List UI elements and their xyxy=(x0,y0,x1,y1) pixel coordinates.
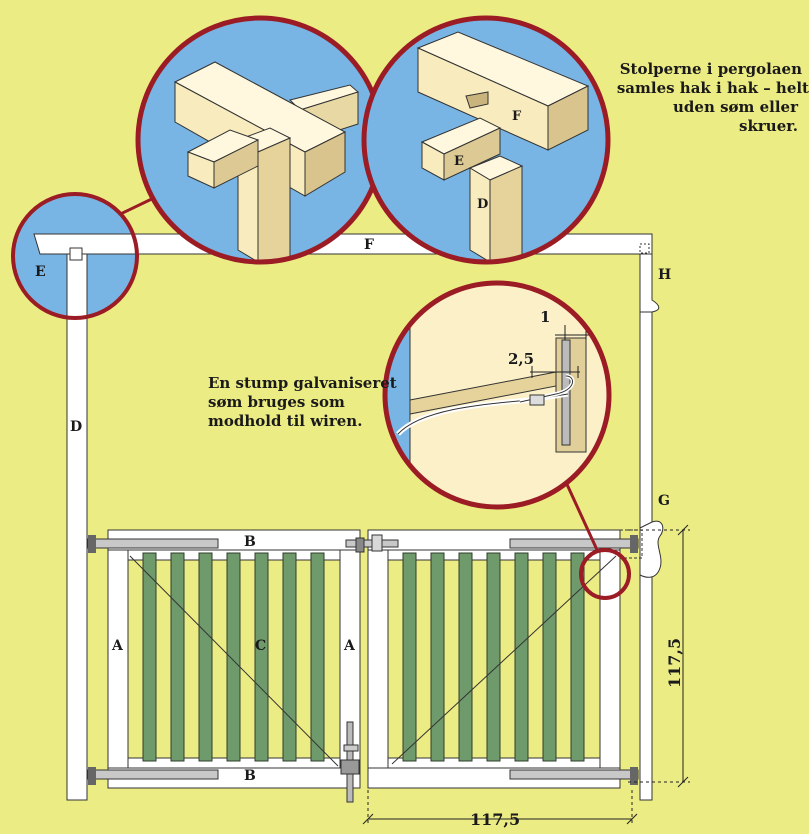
stile-a-left xyxy=(107,529,129,789)
marker-ring xyxy=(579,548,631,600)
label-h: H xyxy=(658,267,671,283)
slats-right xyxy=(402,552,585,762)
hinge-pin xyxy=(630,535,638,553)
label-e-detail: E xyxy=(454,154,464,169)
marker-h xyxy=(639,243,650,254)
detail-circle-left-joint xyxy=(135,15,385,265)
slat xyxy=(486,552,501,762)
dimension-height xyxy=(628,524,690,788)
latch-knob xyxy=(355,537,365,553)
double-gate xyxy=(87,529,639,803)
slat xyxy=(198,552,213,762)
diagonal-wire-right xyxy=(391,555,617,765)
slat xyxy=(170,552,185,762)
slat xyxy=(542,552,557,762)
wire-note: En stump galvaniseret søm bruges som mod… xyxy=(208,374,397,431)
pergola-note-line: samles hak i hak – helt xyxy=(616,79,809,97)
hinge-pin xyxy=(88,767,96,785)
slat xyxy=(570,552,585,762)
wire-note-line: søm bruges som xyxy=(208,393,345,411)
bolt-handle xyxy=(340,759,360,775)
dimension-width xyxy=(362,790,638,826)
slat xyxy=(458,552,473,762)
hinge-top-left xyxy=(87,538,219,549)
gate-leaf-left xyxy=(87,529,361,789)
wire-note-line: En stump galvaniseret xyxy=(208,374,397,392)
label-g: G xyxy=(658,493,670,509)
label-f-beam: F xyxy=(364,237,374,253)
hinge-bottom-left xyxy=(87,769,219,780)
label-d-post: D xyxy=(70,419,82,435)
label-e-corner: E xyxy=(35,264,46,280)
label-a-right: A xyxy=(343,638,356,654)
diagonal-wire-left xyxy=(129,555,339,767)
pergola-note: Stolperne i pergolaen samles hak i hak –… xyxy=(614,60,809,136)
bolt-guide xyxy=(343,744,359,752)
pergola-note-line: Stolperne i pergolaen xyxy=(619,60,802,78)
slat xyxy=(226,552,241,762)
hinge-pin xyxy=(630,767,638,785)
wire-note-line: modhold til wiren. xyxy=(208,412,363,430)
label-b-bottom: B xyxy=(244,768,256,784)
slat xyxy=(142,552,157,762)
dim-height-label: 117,5 xyxy=(665,638,684,688)
stile-right-inner xyxy=(367,529,389,789)
pergola-note-line: uden søm eller skruer. xyxy=(673,98,798,135)
detail-circle-right-joint xyxy=(361,15,611,265)
hinge-top-right xyxy=(509,538,639,549)
detail-circle-wire xyxy=(382,280,612,510)
label-f-detail: F xyxy=(512,109,522,124)
dim-detail-1: 1 xyxy=(540,308,550,326)
dim-width-label: 117,5 xyxy=(470,810,520,829)
hinge-pin xyxy=(88,535,96,553)
label-c: C xyxy=(255,638,266,654)
latch-plate xyxy=(371,534,383,552)
leader-line xyxy=(563,479,600,553)
detail-circle-corner xyxy=(11,192,139,320)
post-d xyxy=(66,253,88,801)
gate-latch xyxy=(345,534,399,553)
bracket-g xyxy=(639,520,664,578)
slat xyxy=(430,552,445,762)
label-a-left: A xyxy=(111,638,124,654)
label-d-detail: D xyxy=(477,197,488,212)
slat xyxy=(310,552,325,762)
slat xyxy=(254,552,269,762)
dim-detail-2-5: 2,5 xyxy=(508,350,534,368)
slat xyxy=(514,552,529,762)
slats-c-left xyxy=(142,552,325,762)
slat xyxy=(402,552,417,762)
bracket-h xyxy=(639,253,660,313)
drop-bolt xyxy=(340,721,360,803)
label-b-top: B xyxy=(244,534,256,550)
slat xyxy=(282,552,297,762)
gate-leaf-right xyxy=(367,529,639,789)
hinge-bottom-right xyxy=(509,769,639,780)
